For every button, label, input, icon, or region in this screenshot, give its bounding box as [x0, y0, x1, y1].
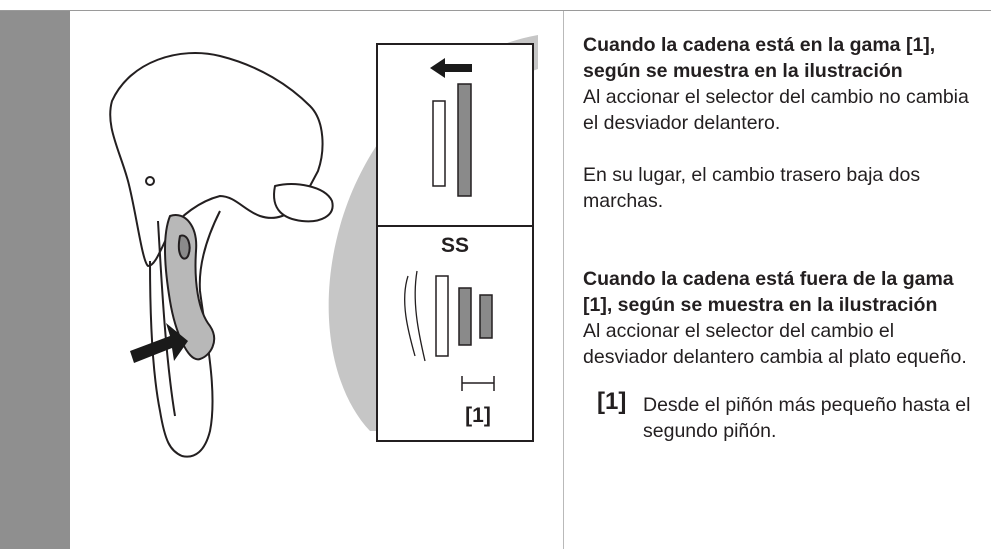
chainring-small [432, 100, 446, 187]
footnote-text: Desde el piñón más pequeño hasta el segu… [643, 394, 971, 442]
range-label: [1] [465, 404, 491, 427]
sprocket-3 [479, 294, 493, 339]
range-bracket [461, 376, 495, 391]
footnote: [1] Desde el piñón más pequeño hasta el … [583, 388, 978, 444]
column-divider [563, 11, 564, 549]
sidebar-band [0, 11, 70, 549]
chain-curves [404, 270, 426, 362]
section1-body2: En su lugar, el cambio trasero baja dos … [583, 164, 921, 212]
section1-heading: Cuando la cadena está en la gama [1], se… [583, 34, 936, 82]
ss-label: SS [441, 234, 469, 257]
sprocket-2 [458, 287, 472, 346]
footnote-ref: [1] [597, 388, 627, 415]
top-rule [0, 10, 991, 11]
section2-heading: Cuando la cadena está fuera de la gama [… [583, 268, 954, 316]
shift-lever [109, 52, 334, 458]
push-arrow [130, 323, 188, 363]
chainring-large [457, 83, 472, 197]
section1-body1: Al accionar el selector del cambio no ca… [583, 86, 969, 134]
sprocket-1 [435, 275, 449, 357]
section2-body: Al accionar el selector del cambio el de… [583, 320, 967, 368]
lever-illustration: SS [1] [70, 11, 563, 549]
instructions-column: Cuando la cadena está en la gama [1], se… [583, 32, 978, 444]
shift-direction-arrow [430, 58, 472, 78]
inset-box: SS [1] [376, 43, 534, 442]
